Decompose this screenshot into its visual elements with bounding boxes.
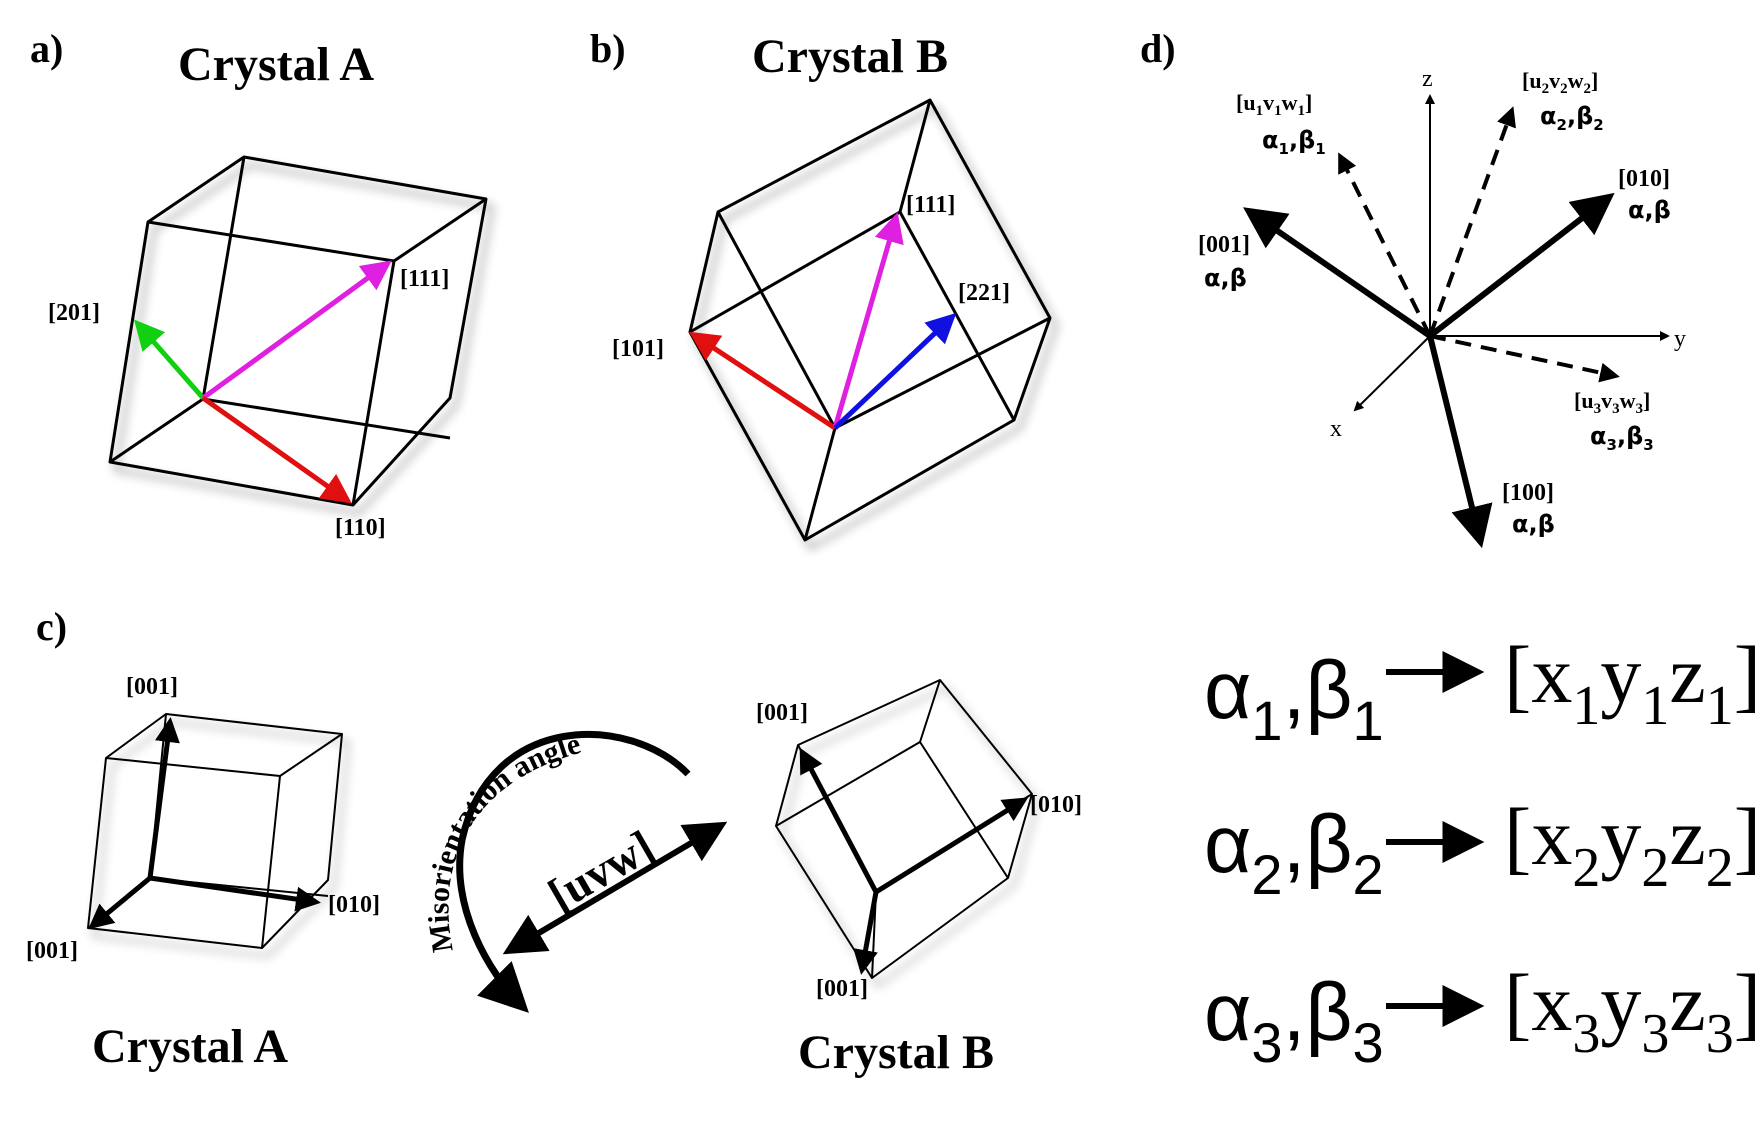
uvw1-direction bbox=[1338, 152, 1432, 337]
panel-c: c) [001] [001] [010] Crystal A Misorient… bbox=[26, 604, 1082, 1079]
cube-edge bbox=[147, 197, 487, 263]
d-001-label: [001] bbox=[1198, 232, 1250, 258]
y-axis-label: y bbox=[1674, 326, 1686, 352]
panel-a-letter: a) bbox=[30, 26, 63, 71]
axis-001-left-arrow bbox=[88, 876, 152, 930]
panel-d-letter: d) bbox=[1140, 26, 1176, 71]
crystal-a-right-label: [010] bbox=[328, 892, 380, 918]
uvw3-alpha-beta: α3,β3 bbox=[1590, 422, 1654, 454]
crystal-a-left-label: [001] bbox=[26, 938, 78, 964]
axis-010-arrow bbox=[149, 875, 321, 912]
panel-b: b) Crystal B [101] [111] [221] bbox=[590, 26, 1052, 542]
cube-outline bbox=[87, 713, 343, 949]
vector-111-label: [111] bbox=[906, 192, 955, 218]
crystal-b-top-label: [001] bbox=[756, 700, 808, 726]
panel-b-title: Crystal B bbox=[752, 30, 948, 83]
uvw3-indices: [u3v3w3] bbox=[1574, 388, 1650, 417]
vector-110-arrow bbox=[201, 395, 352, 504]
misorientation-arc bbox=[456, 730, 691, 1013]
vector-101-arrow bbox=[688, 331, 837, 431]
d-100-alpha-beta: α,β bbox=[1512, 510, 1555, 538]
crystal-100-axis bbox=[1427, 335, 1493, 549]
vector-110-label: [110] bbox=[335, 515, 386, 541]
equation-2-lhs: α2,β2 bbox=[1204, 799, 1384, 906]
crystal-a-top-label: [001] bbox=[126, 674, 178, 700]
panel-b-letter: b) bbox=[590, 26, 626, 71]
panel-a-title: Crystal A bbox=[178, 38, 374, 91]
d-100-label: [100] bbox=[1502, 480, 1554, 506]
uvw2-indices: [u2v2w2] bbox=[1522, 68, 1598, 97]
axis-010-arrow bbox=[874, 797, 1029, 895]
crystal-b-bottom-label: [001] bbox=[816, 976, 868, 1002]
cube-edge bbox=[201, 156, 246, 400]
crystal-b-cube bbox=[688, 98, 1052, 542]
crystal-b-right-label: [010] bbox=[1030, 792, 1082, 818]
cube-edge bbox=[689, 210, 1016, 421]
cube-outline bbox=[775, 679, 1033, 979]
vector-101-label: [101] bbox=[612, 336, 664, 362]
axis-001-arrow bbox=[799, 747, 879, 894]
uvw2-alpha-beta: α2,β2 bbox=[1540, 102, 1604, 134]
cube-edge bbox=[775, 741, 1009, 879]
x-axis-label: x bbox=[1330, 416, 1342, 442]
cube-edge bbox=[803, 427, 837, 541]
uvw-axis-label: [uvw] bbox=[540, 820, 663, 920]
uvw3-direction bbox=[1429, 334, 1620, 383]
crystal-b-title: Crystal B bbox=[798, 1026, 994, 1079]
uvw1-indices: [u1v1w1] bbox=[1236, 90, 1312, 119]
uvw-axis-arrow bbox=[502, 821, 728, 955]
cube-edge bbox=[105, 733, 343, 777]
crystal-b-small-cube bbox=[775, 679, 1033, 979]
uvw2-direction bbox=[1428, 106, 1516, 337]
vector-221-label: [221] bbox=[958, 280, 1010, 306]
cube-outline bbox=[688, 98, 1052, 542]
equation-2: α2,β2 [x2y2z2] bbox=[1204, 791, 1761, 906]
cube-edge bbox=[351, 260, 396, 506]
crystal-a-title: Crystal A bbox=[92, 1020, 288, 1073]
panel-c-letter: c) bbox=[36, 604, 67, 649]
panel-d: d) z y x [001] α,β [010] α,β [100] α,β [… bbox=[1140, 26, 1686, 549]
cube-edge bbox=[898, 99, 932, 213]
vector-221-arrow bbox=[833, 312, 957, 430]
axis-001-arrow bbox=[147, 717, 180, 879]
panel-a: a) Crystal A [201] [111] [110] bbox=[30, 26, 488, 541]
mapping-equations: α1,β1 [x1y1z1] α2,β2 [x2y2z2] α3,β3 [x3y… bbox=[1204, 629, 1761, 1074]
z-axis-label: z bbox=[1422, 66, 1433, 92]
vector-111-label: [111] bbox=[400, 266, 449, 292]
d-010-label: [010] bbox=[1618, 166, 1670, 192]
d-001-alpha-beta: α,β bbox=[1204, 264, 1247, 292]
crystal-a-small-cube bbox=[87, 713, 343, 949]
vector-201-label: [201] bbox=[48, 300, 100, 326]
equation-1: α1,β1 [x1y1z1] bbox=[1204, 629, 1761, 752]
uvw1-label: [u1v1w1] α1,β1 bbox=[1236, 90, 1326, 158]
axis-001-down-arrow bbox=[853, 891, 879, 975]
cube-edge bbox=[261, 775, 281, 949]
equation-3-rhs: [x3y3z3] bbox=[1504, 957, 1761, 1065]
uvw3-label: [u3v3w3] α3,β3 bbox=[1574, 388, 1654, 454]
x-axis bbox=[1353, 335, 1431, 412]
crystal-001-axis bbox=[1243, 207, 1432, 339]
uvw2-label: [u2v2w2] α2,β2 bbox=[1522, 68, 1604, 134]
equation-3: α3,β3 [x3y3z3] bbox=[1204, 957, 1761, 1074]
crystal-010-axis bbox=[1428, 192, 1615, 339]
equation-2-rhs: [x2y2z2] bbox=[1504, 791, 1761, 899]
vector-111-arrow bbox=[832, 212, 904, 429]
equation-3-lhs: α3,β3 bbox=[1204, 967, 1384, 1074]
equation-1-lhs: α1,β1 bbox=[1204, 645, 1384, 752]
vector-111-arrow bbox=[201, 260, 392, 401]
uvw1-alpha-beta: α1,β1 bbox=[1262, 126, 1326, 158]
cube-edge bbox=[919, 679, 941, 743]
vector-201-arrow bbox=[134, 319, 205, 400]
equation-1-rhs: [x1y1z1] bbox=[1504, 629, 1761, 737]
d-010-alpha-beta: α,β bbox=[1628, 196, 1671, 224]
